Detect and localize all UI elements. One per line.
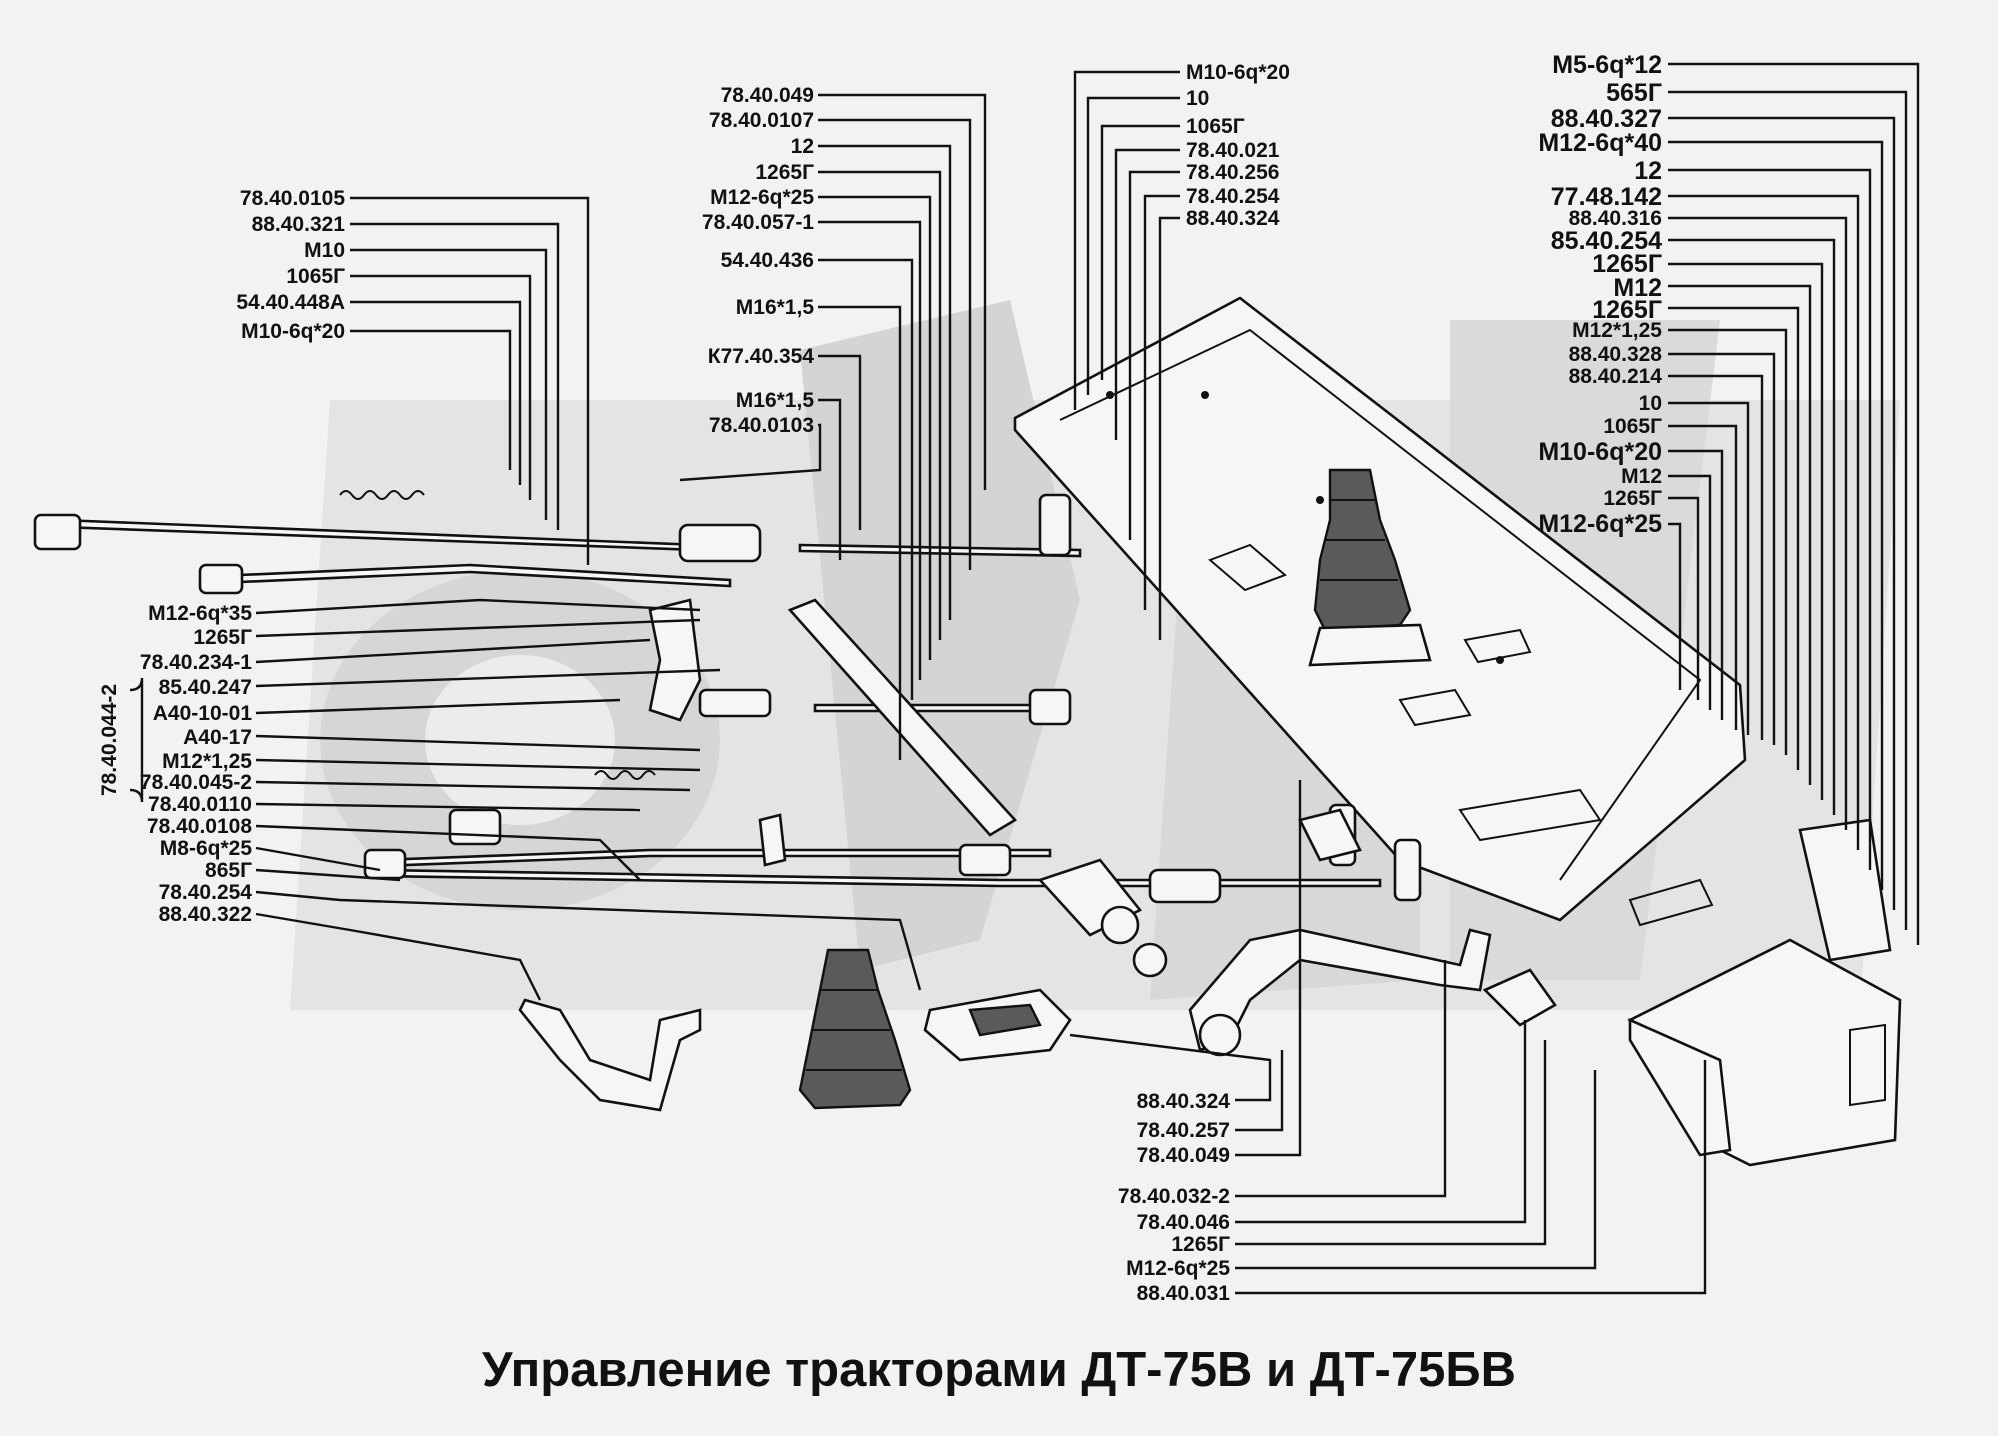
spring-2 xyxy=(594,770,656,780)
label-a40-10-01: А40-10-01 xyxy=(153,702,253,725)
pedal-pad xyxy=(1482,968,1557,1027)
label-78-40-049: 78.40.049 xyxy=(721,84,814,107)
label-78-40-234-1: 78.40.234-1 xyxy=(140,651,252,674)
label-54-40-448a: 54.40.448А xyxy=(236,291,345,314)
label-77-48-142: 77.48.142 xyxy=(1551,183,1662,211)
label-m12-r1: М12 xyxy=(1613,274,1662,302)
label-88-40-328: 88.40.328 xyxy=(1569,343,1663,366)
label-78-40-256: 78.40.256 xyxy=(1186,161,1279,184)
label-m12x1-25-r: М12*1,25 xyxy=(1572,319,1662,342)
label-m12-6q25-r: М12-6q*25 xyxy=(1538,510,1662,538)
label-12: 12 xyxy=(791,135,814,158)
label-m16x1-5-a: М16*1,5 xyxy=(736,296,815,319)
rod-cross xyxy=(813,703,1052,713)
label-k77-40-354: К77.40.354 xyxy=(708,345,815,368)
label-78-40-0105: 78.40.0105 xyxy=(240,187,345,210)
label-1265g: 1265Г xyxy=(193,626,252,649)
label-m5-6q12: М5-6q*12 xyxy=(1552,51,1662,79)
label-1265g-r3: 1265Г xyxy=(1603,487,1662,510)
label-m12x1-25: М12*1,25 xyxy=(162,750,252,773)
label-1065g-r: 1065Г xyxy=(1603,415,1662,438)
label-m10-6q20: М10-6q*20 xyxy=(241,320,345,343)
label-m12-6q40: М12-6q*40 xyxy=(1538,129,1662,157)
label-1265g-r1: 1265Г xyxy=(1592,250,1662,278)
label-m12-6q25-c: М12-6q*25 xyxy=(710,186,814,209)
label-88-40-031: 88.40.031 xyxy=(1137,1282,1231,1305)
label-78-40-046: 78.40.046 xyxy=(1137,1211,1230,1234)
spring-1 xyxy=(339,490,425,500)
lower-bracket xyxy=(518,998,702,1112)
label-1265g-r2: 1265Г xyxy=(1592,296,1662,324)
label-865g: 865Г xyxy=(205,859,252,882)
label-1265g-b: 1265Г xyxy=(1171,1233,1230,1256)
label-78-40-044-2: 78.40.044-2 xyxy=(98,684,121,796)
label-12-r: 12 xyxy=(1634,157,1662,185)
label-78-40-057-1: 78.40.057-1 xyxy=(702,211,814,234)
labels-left-mid-group: М12-6q*35 1265Г 78.40.234-1 85.40.247 А4… xyxy=(140,602,252,926)
label-88-40-324-b: 88.40.324 xyxy=(1137,1090,1231,1113)
mechanism-drawing xyxy=(33,296,1902,1167)
label-78-40-254-t: 78.40.254 xyxy=(1186,185,1280,208)
labels-bottom-group: 88.40.324 78.40.257 78.40.049 78.40.032-… xyxy=(1118,1090,1230,1305)
label-78-40-0110: 78.40.0110 xyxy=(148,793,252,816)
label-1065g-t: 1065Г xyxy=(1186,115,1245,138)
label-88-40-322: 88.40.322 xyxy=(159,903,252,926)
label-m12-r2: М12 xyxy=(1621,465,1662,488)
label-88-40-321: 88.40.321 xyxy=(252,213,346,236)
label-88-40-324-t: 88.40.324 xyxy=(1186,207,1280,230)
label-1265g-c: 1265Г xyxy=(755,161,814,184)
label-m12-6q35: М12-6q*35 xyxy=(148,602,252,625)
label-88-40-327: 88.40.327 xyxy=(1551,105,1662,133)
label-85-40-247: 85.40.247 xyxy=(159,676,252,699)
label-m8-6q25: М8-6q*25 xyxy=(160,837,253,860)
label-m12-6q25-b: М12-6q*25 xyxy=(1126,1257,1230,1280)
label-78-40-257: 78.40.257 xyxy=(1137,1119,1230,1142)
label-m10-6q20-t: М10-6q*20 xyxy=(1186,61,1290,84)
labels-right-group: М5-6q*12 565Г 88.40.327 М12-6q*40 12 77.… xyxy=(1538,51,1662,538)
label-78-40-032-2: 78.40.032-2 xyxy=(1118,1185,1230,1208)
label-78-40-0103: 78.40.0103 xyxy=(709,414,814,437)
label-54-40-436: 54.40.436 xyxy=(721,249,814,272)
vertical-brace xyxy=(129,677,144,803)
leader-lines xyxy=(255,62,1920,1295)
vertical-label-group: 78.40.044-2 xyxy=(98,677,144,803)
label-10-r: 10 xyxy=(1639,392,1662,415)
labels-left-group: 78.40.0105 88.40.321 М10 1065Г 54.40.448… xyxy=(236,187,345,343)
label-78-40-0108: 78.40.0108 xyxy=(147,815,252,838)
cross-shaft xyxy=(787,598,1018,837)
label-1065g: 1065Г xyxy=(286,265,345,288)
labels-center-group: 78.40.049 78.40.0107 12 1265Г М12-6q*25 … xyxy=(702,84,814,437)
label-78-40-045-2: 78.40.045-2 xyxy=(140,771,252,794)
label-m16x1-5-b: М16*1,5 xyxy=(736,389,815,412)
label-m10: М10 xyxy=(304,239,345,262)
rubber-boot-upper xyxy=(1308,468,1432,667)
label-85-40-254: 85.40.254 xyxy=(1551,227,1662,255)
diagram-title: Управление тракторами ДТ-75В и ДТ-75БВ xyxy=(481,1343,1516,1397)
label-a40-17: А40-17 xyxy=(183,726,252,749)
label-10-t: 10 xyxy=(1186,87,1209,110)
label-88-40-316: 88.40.316 xyxy=(1569,207,1662,230)
label-78-40-254: 78.40.254 xyxy=(159,881,253,904)
rubber-boot-lower xyxy=(798,948,912,1110)
label-78-40-049-b: 78.40.049 xyxy=(1137,1144,1230,1167)
label-565g: 565Г xyxy=(1606,79,1662,107)
label-78-40-021: 78.40.021 xyxy=(1186,139,1280,162)
label-78-40-0107: 78.40.0107 xyxy=(709,109,814,132)
labels-top-center-group: М10-6q*20 10 1065Г 78.40.021 78.40.256 7… xyxy=(1186,61,1290,230)
label-m10-6q20-r: М10-6q*20 xyxy=(1538,438,1662,466)
label-88-40-214: 88.40.214 xyxy=(1569,365,1663,388)
